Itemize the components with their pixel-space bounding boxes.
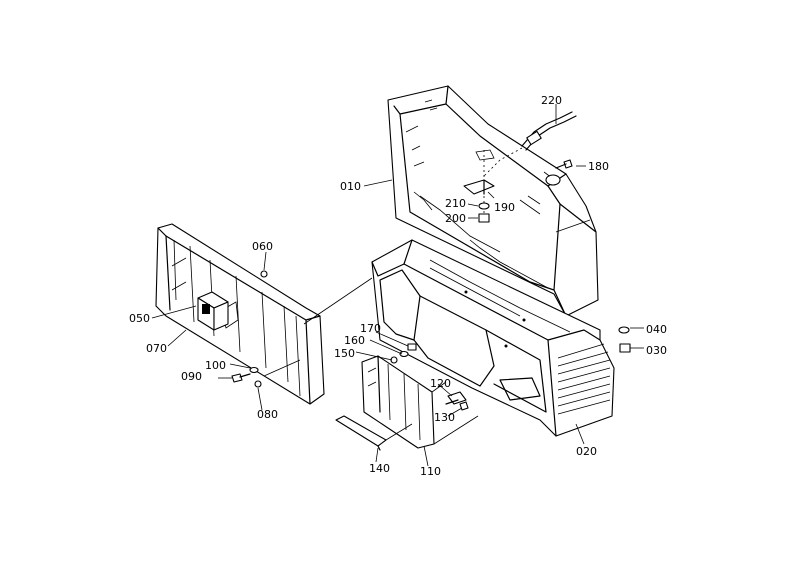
part-180-bolt (555, 159, 573, 169)
part-060-screw (260, 270, 268, 278)
part-050-emblem (197, 291, 229, 331)
part-010-hood-frame (387, 85, 599, 317)
label-190: 190 (494, 201, 515, 214)
part-080-screw (254, 380, 262, 388)
part-200-nut (478, 213, 490, 223)
label-030: 030 (646, 344, 667, 357)
label-020: 020 (576, 445, 597, 458)
label-010: 010 (340, 180, 361, 193)
label-070: 070 (146, 342, 167, 355)
label-050: 050 (129, 312, 150, 325)
label-150: 150 (334, 347, 355, 360)
label-140: 140 (369, 462, 390, 475)
label-100: 100 (205, 359, 226, 372)
part-210-washer (478, 202, 490, 210)
label-160: 160 (344, 334, 365, 347)
label-040: 040 (646, 323, 667, 336)
label-080: 080 (257, 408, 278, 421)
part-100-washer (249, 366, 259, 374)
label-220: 220 (541, 94, 562, 107)
part-030-nut (619, 343, 631, 353)
label-120: 120 (430, 377, 451, 390)
leader-lines (151, 104, 644, 467)
label-090: 090 (181, 370, 202, 383)
label-180: 180 (588, 160, 609, 173)
part-170-nut (407, 343, 417, 351)
part-120-clip (445, 391, 467, 405)
label-170: 170 (360, 322, 381, 335)
part-190-latch-bracket (463, 149, 495, 216)
label-130: 130 (434, 411, 455, 424)
assembly-guide-lines (263, 277, 479, 445)
part-090-bolt (231, 373, 251, 383)
part-220-cable (483, 111, 577, 177)
label-200: 200 (445, 212, 466, 225)
part-160-washer (399, 350, 409, 358)
part-020-lower-frame (371, 239, 615, 437)
label-210: 210 (445, 197, 466, 210)
part-labels: 010 020 030 040 050 060 070 080 090 100 … (129, 94, 667, 478)
part-040-washer (618, 326, 630, 334)
label-110: 110 (420, 465, 441, 478)
label-060: 060 (252, 240, 273, 253)
